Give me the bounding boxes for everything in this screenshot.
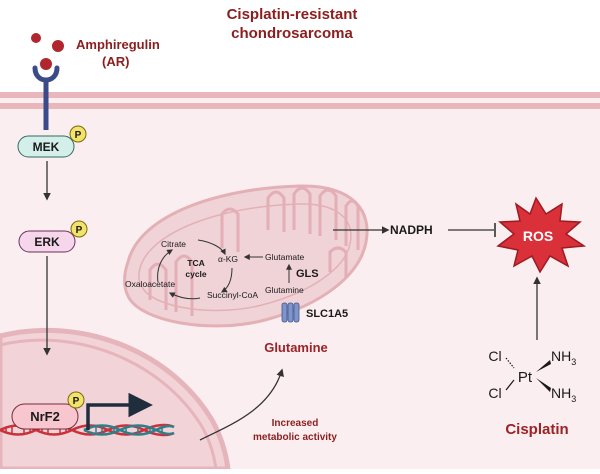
amphiregulin-label: Amphiregulin <box>76 37 160 52</box>
nrf2-phospho-badge <box>67 391 85 409</box>
mek-phospho-badge <box>69 125 87 143</box>
ammine-2: NH3 <box>551 385 576 404</box>
amphiregulin-ligand-icon <box>31 33 64 70</box>
alpha-kg-label: α-KG <box>218 254 238 264</box>
mek-node <box>17 135 75 158</box>
nrf2-node <box>11 403 79 430</box>
title-line-2: chondrosarcoma <box>231 25 353 42</box>
erk-node <box>18 230 76 253</box>
gls-label: GLS <box>296 268 319 280</box>
oxaloacetate-label: Oxaloacetate <box>125 279 175 289</box>
ammine-1: NH3 <box>551 348 576 367</box>
amphiregulin-abbrev: (AR) <box>102 54 129 69</box>
nadph-label: NADPH <box>390 223 433 237</box>
annotation-line-2: metabolic activity <box>253 432 337 443</box>
receptor-icon <box>32 65 60 130</box>
ros-burst-icon <box>496 196 587 274</box>
ros-label: ROS <box>523 228 553 244</box>
tca-cycle-arrows <box>157 239 233 300</box>
cisplatin-label: Cisplatin <box>505 421 568 438</box>
glutamine-inner-label: Glutamine <box>265 285 304 295</box>
succinyl-coa-label: Succinyl-CoA <box>207 290 258 300</box>
cisplatin-molecule: Pt Cl Cl NH3 NH3 <box>488 348 576 404</box>
nuclear-envelope-inner <box>0 338 218 470</box>
nrf2-phospho-label: P <box>73 396 80 407</box>
annotation-line-1: Increased <box>272 418 319 429</box>
cell-membrane-outer <box>0 92 600 98</box>
title-line-1: Cisplatin-resistant <box>227 6 358 23</box>
tca-cycle-label-1: TCA <box>187 258 204 268</box>
citrate-label: Citrate <box>161 239 186 249</box>
chloride-atom-2: Cl <box>488 385 501 401</box>
mek-label: MEK <box>33 140 60 154</box>
erk-label: ERK <box>34 235 60 249</box>
metabolic-activity-arrow <box>199 368 284 441</box>
transcription-arrow-icon <box>86 392 153 430</box>
tca-cycle-label-2: cycle <box>185 269 207 279</box>
cell-membrane-inner <box>0 103 600 109</box>
slc1a5-label: SLC1A5 <box>306 308 348 320</box>
nrf2-label: NrF2 <box>30 409 60 424</box>
extracellular-region <box>0 0 600 96</box>
platinum-atom: Pt <box>518 369 533 386</box>
chloride-atom-1: Cl <box>488 348 501 364</box>
mek-phospho-label: P <box>75 130 82 141</box>
glutamine-label: Glutamine <box>264 340 328 355</box>
erk-phospho-badge <box>70 220 88 238</box>
erk-phospho-label: P <box>76 225 83 236</box>
glutamate-label: Glutamate <box>265 252 304 262</box>
transporter-icon <box>281 302 300 323</box>
